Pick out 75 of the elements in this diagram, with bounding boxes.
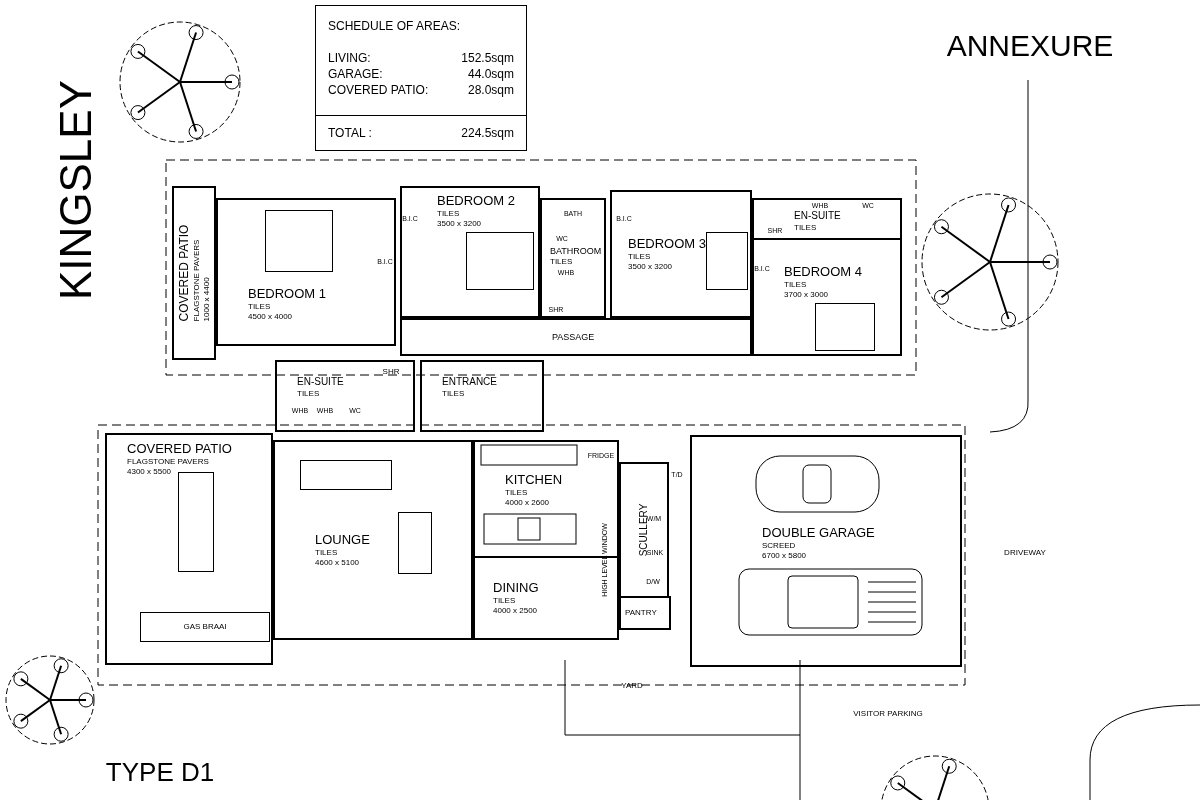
room-dimensions: 4000 x 2600 (505, 498, 550, 509)
schedule-table (315, 5, 527, 151)
room-outline (105, 433, 273, 665)
floor-finish: TILES (628, 252, 651, 263)
fixture-label: DRIVEWAY (1004, 549, 1046, 557)
room-name: KITCHEN (505, 472, 563, 489)
room-dimensions: 6700 x 5800 (762, 551, 807, 562)
room-name: EN-SUITE (794, 210, 841, 223)
area-name: GARAGE: (328, 66, 384, 82)
floor-finish: TILES (794, 222, 817, 233)
room-name: DINING (493, 580, 539, 597)
room-outline (540, 198, 606, 318)
floor-finish: TILES (550, 257, 573, 268)
area-name: COVERED PATIO: (328, 82, 430, 98)
room-name: DOUBLE GARAGE (762, 525, 875, 542)
room-outline (400, 318, 752, 356)
area-value: 28.0sqm (466, 82, 514, 98)
floor-finish: SCREED (762, 541, 796, 552)
room-outline (172, 186, 216, 360)
room-name: BEDROOM 4 (784, 264, 862, 281)
drawing-title: ANNEXURE (946, 31, 1114, 61)
floor-finish: TILES (493, 596, 516, 607)
room-name: BEDROOM 3 (628, 236, 706, 253)
room-outline (420, 360, 544, 432)
room-dimensions: 4500 x 4000 (248, 312, 293, 323)
fixture-label: YARD (621, 682, 643, 690)
area-name: LIVING: (328, 50, 372, 66)
floor-finish: TILES (442, 388, 465, 399)
floor-finish: TILES (505, 488, 528, 499)
room-name: PANTRY (625, 608, 657, 618)
fixture-label: SHR (382, 368, 400, 376)
drawing-title: KINGSLEY (54, 79, 98, 301)
room-dimensions: 1000 x 4400 (201, 277, 212, 322)
table-heading: SCHEDULE OF AREAS: (328, 18, 462, 34)
room-outline (473, 440, 619, 558)
room-name: EN-SUITE (297, 376, 344, 389)
room-name: BEDROOM 1 (248, 286, 326, 303)
floor-finish: TILES (437, 209, 460, 220)
room-outline (752, 238, 902, 356)
floor-finish: TILES (784, 280, 807, 291)
room-name: COVERED PATIO (127, 441, 232, 458)
floor-finish: TILES (248, 302, 271, 313)
room-dimensions: 4000 x 2500 (493, 606, 538, 617)
room-outline (619, 462, 669, 598)
room-outline (610, 190, 752, 318)
room-dimensions: 3500 x 3200 (437, 219, 482, 230)
room-outline (273, 440, 473, 640)
floor-finish: TILES (297, 388, 320, 399)
area-value: 152.5sqm (461, 50, 514, 66)
area-value: 44.0sqm (466, 66, 514, 82)
drawing-title: TYPE D1 (105, 759, 215, 785)
total-name: TOTAL : (328, 125, 373, 142)
floor-finish: FLAGSTONE PAVERS (191, 239, 202, 322)
room-outline (690, 435, 962, 667)
fixture-label: VISITOR PARKING (853, 710, 923, 718)
room-name: ENTRANCE (442, 376, 497, 389)
room-outline (619, 596, 671, 630)
room-name: BEDROOM 2 (437, 193, 515, 210)
floor-finish: FLAGSTONE PAVERS (127, 457, 209, 468)
floor-finish: TILES (315, 548, 338, 559)
room-outline (216, 198, 396, 346)
room-name: BATHROOM (550, 246, 602, 258)
room-dimensions: 4300 x 5500 (127, 467, 172, 478)
room-dimensions: 3700 x 3000 (784, 290, 829, 301)
room-name: PASSAGE (552, 332, 595, 344)
room-name: COVERED PATIO (176, 224, 192, 322)
room-outline (473, 556, 619, 640)
room-outline (400, 186, 540, 318)
room-dimensions: 4600 x 5100 (315, 558, 360, 569)
room-outline (752, 198, 902, 240)
room-name: LOUNGE (315, 532, 370, 549)
total-value: 224.5sqm (461, 125, 514, 142)
fixture-label: GAS BRAAI (183, 623, 227, 631)
room-dimensions: 3500 x 3200 (628, 262, 673, 273)
room-outline (275, 360, 415, 432)
